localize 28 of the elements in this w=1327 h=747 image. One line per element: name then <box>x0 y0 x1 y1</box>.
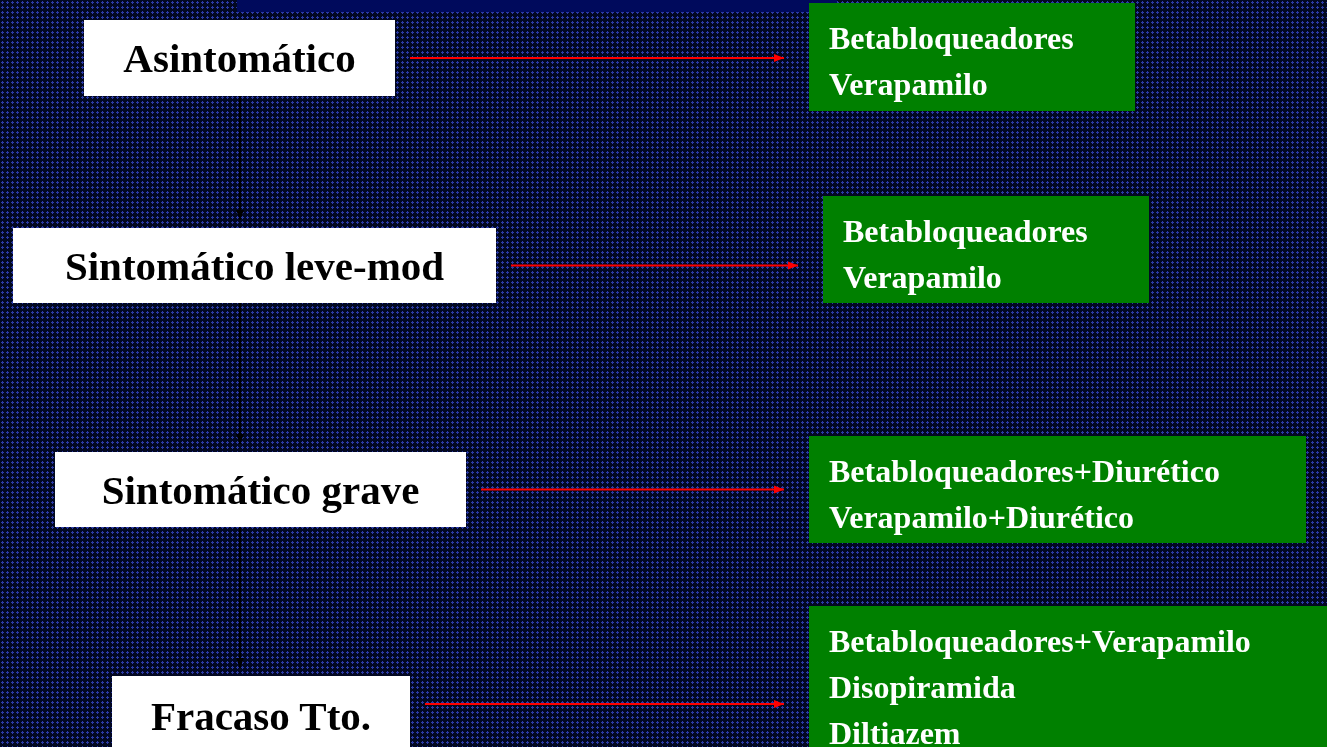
stage-box <box>55 452 466 527</box>
stage-box <box>84 20 395 96</box>
treatment-text: Betabloqueadores <box>829 19 1075 58</box>
stage-box <box>112 676 410 747</box>
treatment-text: Verapamilo <box>843 258 1003 297</box>
treatment-text: Betabloqueadores+Verapamilo <box>829 622 1252 661</box>
arrow <box>236 526 244 669</box>
stage-label: Asintomático <box>123 34 356 82</box>
arrow <box>236 302 244 445</box>
stage-label: Sintomático leve-mod <box>64 241 445 290</box>
treatment-box <box>809 436 1306 543</box>
treatment-box <box>809 3 1135 111</box>
treatment-text: Verapamilo <box>829 65 989 104</box>
treatment-text: Betabloqueadores+Diurético <box>829 452 1221 491</box>
treatment-box <box>809 606 1327 747</box>
arrow <box>236 95 244 221</box>
arrow <box>409 54 785 62</box>
treatment-text: Verapamilo+Diurético <box>829 498 1135 537</box>
treatment-text: Diltiazem <box>829 714 962 747</box>
stage-label: Fracaso Tto. <box>150 692 372 740</box>
stage-label: Sintomático grave <box>101 465 420 514</box>
arrow <box>510 261 799 270</box>
treatment-box <box>823 196 1149 303</box>
stage-box <box>13 228 496 303</box>
arrow <box>424 700 785 708</box>
arrow <box>480 485 785 494</box>
treatment-text: Betabloqueadores <box>843 212 1089 251</box>
treatment-text: Disopiramida <box>829 668 1017 707</box>
